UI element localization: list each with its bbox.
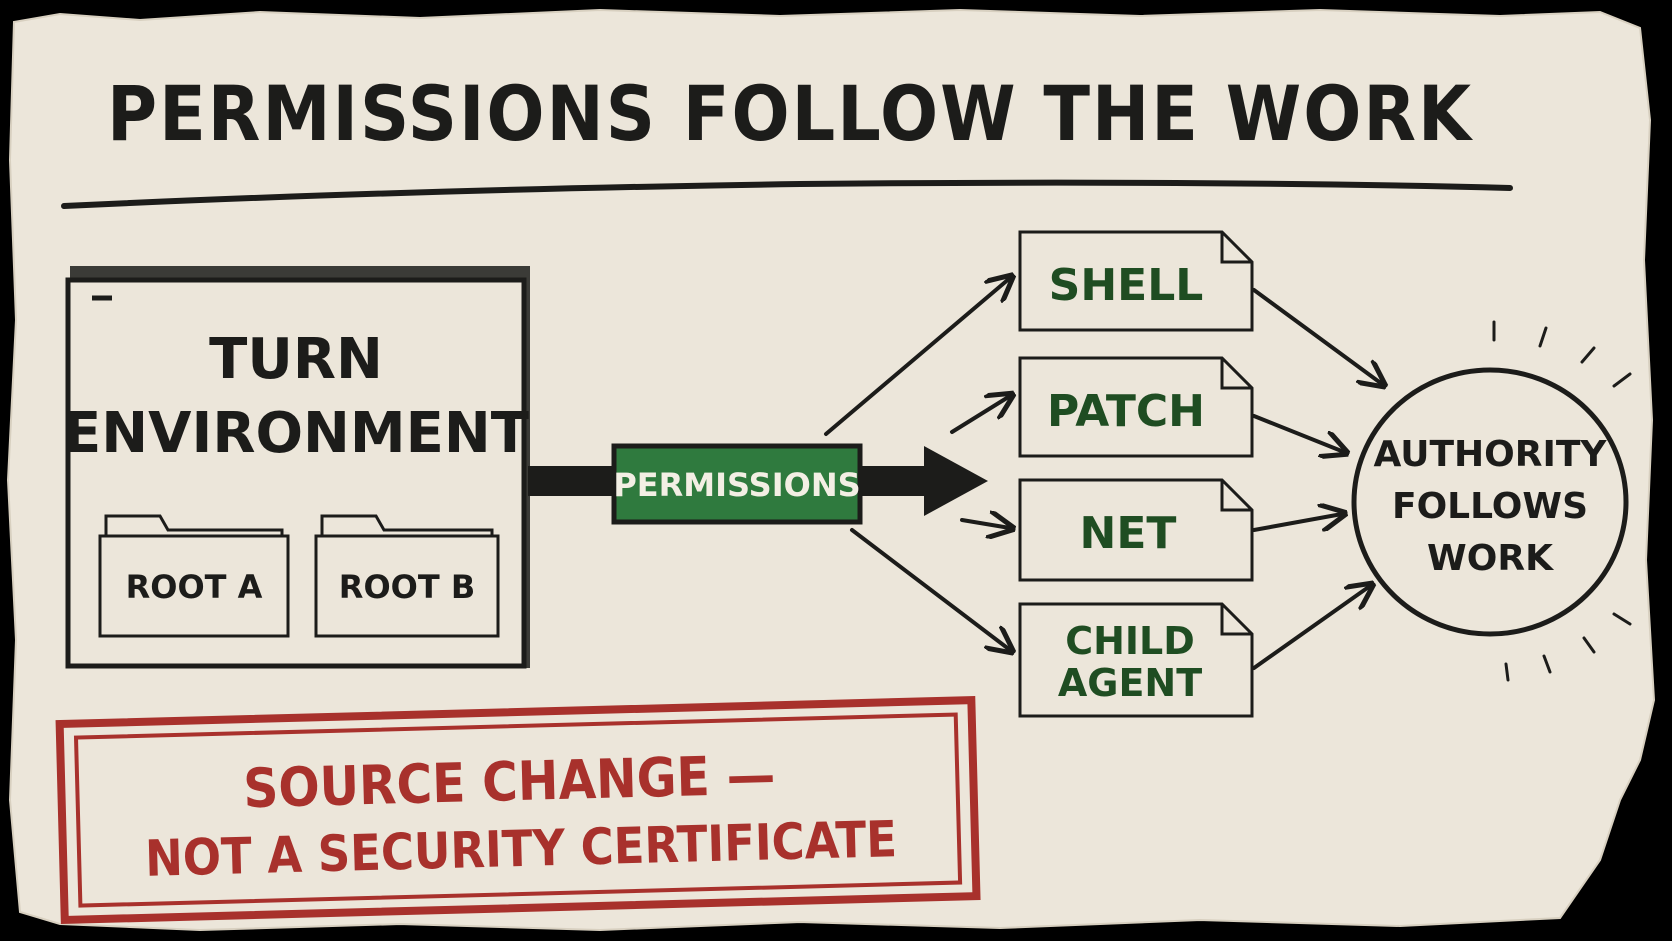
tool-label-net: NET [1080, 508, 1177, 559]
root-b-label: ROOT B [339, 568, 475, 606]
radiance-ticks [1492, 320, 1632, 682]
authority-line3: WORK [1427, 538, 1554, 579]
root-a-label: ROOT A [126, 568, 263, 606]
authority-circle: AUTHORITY FOLLOWS WORK [1351, 320, 1632, 682]
fan-out-arrows [824, 278, 1010, 650]
environment-title-line1: TURN [209, 327, 383, 392]
permissions-label: PERMISSIONS [613, 466, 860, 504]
tool-card-patch: PATCH [1018, 356, 1254, 458]
page-title: PERMISSIONS FOLLOW THE WORK [107, 69, 1474, 158]
tool-label-agent: AGENT [1058, 661, 1202, 705]
environment-title-line2: ENVIRONMENT [63, 401, 529, 466]
tool-card-child-agent: CHILD AGENT [1018, 602, 1254, 718]
authority-line1: AUTHORITY [1373, 434, 1607, 475]
folder-root-a: ROOT A [98, 514, 290, 638]
permissions-badge: PERMISSIONS [611, 443, 863, 525]
tool-card-shell: SHELL [1018, 230, 1254, 332]
authority-line2: FOLLOWS [1392, 486, 1588, 527]
tool-label-shell: SHELL [1049, 260, 1204, 311]
main-arrowhead [924, 446, 988, 516]
tool-label-child: CHILD [1065, 619, 1195, 663]
title-underline [61, 179, 1513, 209]
tool-label-patch: PATCH [1047, 386, 1205, 437]
tool-card-net: NET [1018, 478, 1254, 582]
turn-environment-box: TURN ENVIRONMENT ROOT A ROOT B [63, 266, 530, 669]
converging-arrows [1252, 288, 1382, 670]
folder-root-b: ROOT B [314, 514, 500, 638]
stamp-line1: SOURCE CHANGE — [243, 743, 776, 820]
